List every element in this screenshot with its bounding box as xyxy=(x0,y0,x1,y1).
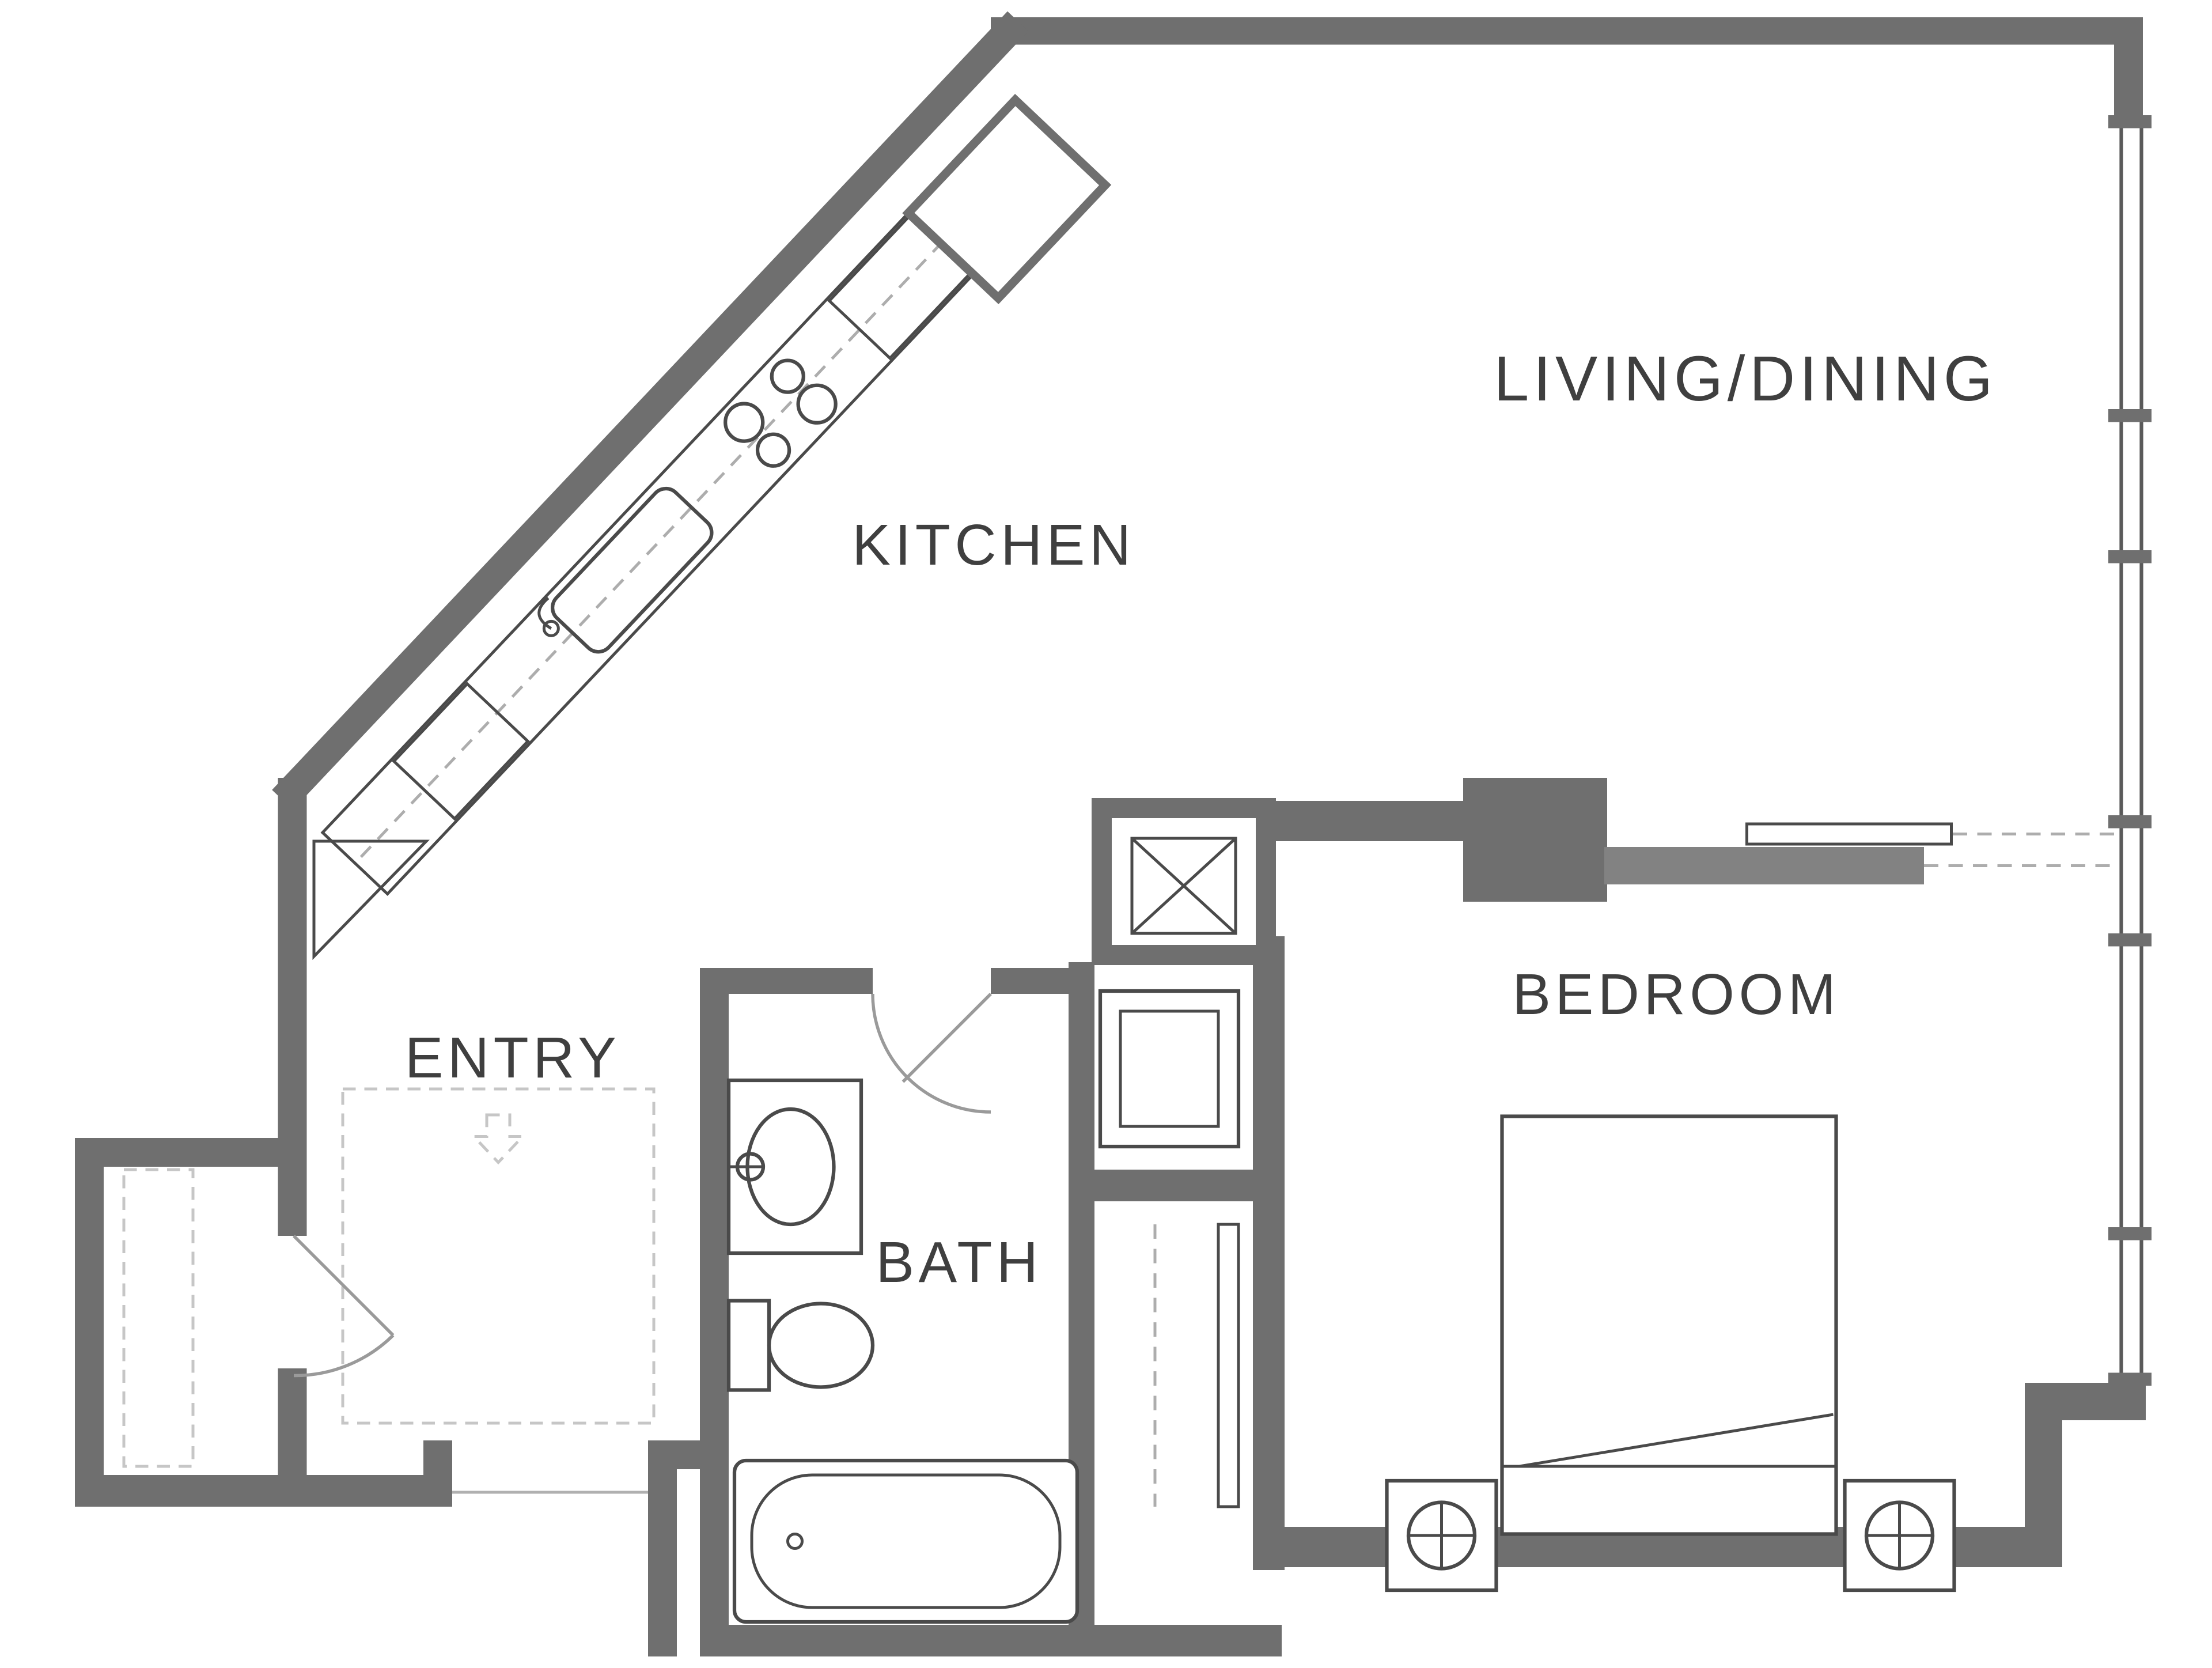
window-mullion xyxy=(2108,115,2152,128)
vestibule-stub-lower xyxy=(278,1368,307,1475)
wall-left-upper xyxy=(278,778,307,1157)
window-mullion xyxy=(2108,1372,2152,1386)
window-mullion xyxy=(2108,933,2152,947)
bath-step-side xyxy=(648,1440,677,1656)
label-bedroom: BEDROOM xyxy=(1512,962,1840,1027)
toilet-bowl xyxy=(767,1302,875,1389)
bathtub-basin xyxy=(750,1473,1062,1609)
wall-diagonal xyxy=(272,11,1029,810)
window-wall xyxy=(2108,115,2152,1386)
bath-wall-left xyxy=(700,968,729,1656)
entry-dashed-zone xyxy=(341,1087,656,1425)
room-labels: LIVING/DINING KITCHEN ENTRY BATH BEDROOM xyxy=(405,343,1997,1295)
closet xyxy=(1153,1223,1240,1508)
bathtub xyxy=(732,1458,1080,1624)
shaft-x-symbol xyxy=(1130,837,1237,935)
shaft xyxy=(1092,798,1276,1149)
kitchen-counter-centerline xyxy=(359,135,1043,858)
label-living-dining: LIVING/DINING xyxy=(1494,343,1997,414)
vestibule-wall-top xyxy=(75,1138,294,1167)
toilet-tank xyxy=(726,1299,771,1392)
bedroom-wall-left xyxy=(1253,936,1285,1570)
bath-door-leaf xyxy=(902,993,992,1083)
window-mullion xyxy=(2108,550,2152,563)
kitchen-base-cabinet xyxy=(392,682,530,821)
wardrobe-shelf xyxy=(1745,822,1953,846)
vestibule-closet-dashed xyxy=(122,1168,195,1468)
shaft-wall xyxy=(1092,798,1276,965)
label-entry: ENTRY xyxy=(405,1026,621,1090)
wall-top-right-stub xyxy=(2114,17,2143,115)
shaft-x-diagonal xyxy=(1131,837,1237,935)
window-mullion xyxy=(2108,409,2152,422)
label-bath: BATH xyxy=(876,1230,1042,1295)
kitchen xyxy=(312,93,1112,960)
stove-burner xyxy=(770,358,805,394)
bathtub-drain xyxy=(786,1533,804,1550)
stove-burner xyxy=(796,383,838,425)
appliance-box-inner xyxy=(1119,1009,1220,1128)
window-mullion xyxy=(2108,815,2152,829)
vestibule-wall-bottom xyxy=(75,1475,452,1507)
entry-door-leaf xyxy=(293,1235,395,1337)
kitchen-corner-cabinet xyxy=(312,839,430,960)
bath-wall-top-left xyxy=(700,968,873,994)
wall-pier-block xyxy=(1463,778,1607,902)
wall-top xyxy=(991,17,2143,45)
window-mullion xyxy=(2108,1227,2152,1240)
bathroom xyxy=(726,993,1080,1624)
bath-door-swing xyxy=(871,993,991,1114)
closet-door-panel xyxy=(1217,1223,1240,1508)
bed xyxy=(1500,1114,1838,1536)
vestibule-stub-upper xyxy=(278,1152,307,1236)
bed-fold-line xyxy=(1519,1413,1834,1468)
niche-wall-bottom xyxy=(1069,1170,1285,1201)
vestibule-wall-endcap xyxy=(423,1440,452,1507)
vestibule-wall-left xyxy=(75,1138,104,1507)
wall-right-step-vertical xyxy=(2025,1383,2062,1567)
interior-walls xyxy=(648,778,1924,1656)
appliance-box xyxy=(1098,989,1241,1149)
bedroom xyxy=(1385,822,2114,1593)
kitchen-faucet-spout xyxy=(537,597,552,630)
label-kitchen: KITCHEN xyxy=(852,513,1135,577)
wardrobe-band xyxy=(1604,847,1924,884)
entry xyxy=(122,1087,656,1468)
stove-burner xyxy=(724,402,765,443)
down-arrow-icon xyxy=(470,1113,527,1165)
entry-door-swing xyxy=(293,1334,395,1378)
stove-burner xyxy=(755,432,791,468)
kitchen-sink xyxy=(551,486,714,654)
refrigerator xyxy=(902,93,1112,304)
bath-wall-bottom xyxy=(700,1625,1282,1656)
wall-shaft-to-pier xyxy=(1273,801,1466,841)
bath-wall-top-right xyxy=(991,968,1080,994)
